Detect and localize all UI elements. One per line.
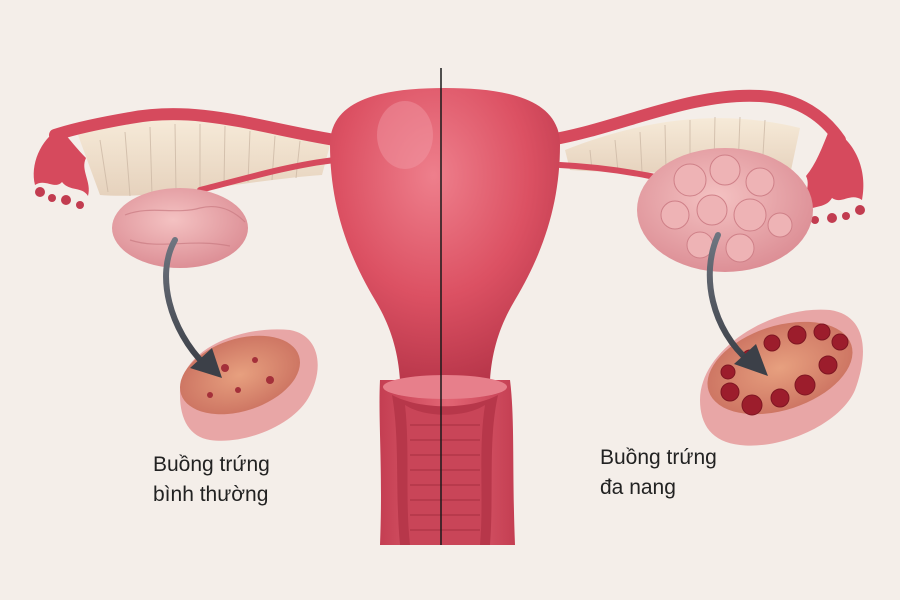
left-fallopian-tube [33,108,341,209]
normal-ovary-cross-section [179,329,318,441]
polycystic-ovary-cross-section [700,309,863,446]
polycystic-ovary-label-line2: đa nang [600,476,676,499]
normal-ovary-label-line1: Buồng trứng [153,453,270,476]
polycystic-ovary-label: Buồng trứng đa nang [600,443,717,503]
arrow-to-polycystic-cross-section [706,232,768,376]
normal-ovary [112,188,248,268]
normal-ovary-label-line2: bình thường [153,483,269,506]
arrow-to-normal-cross-section [163,237,222,378]
left-broad-ligament [78,119,330,197]
normal-ovary-label: Buồng trứng bình thường [153,450,270,510]
cervix-vagina [379,375,515,545]
polycystic-ovary-label-line1: Buồng trứng [600,446,717,469]
polycystic-ovary [637,148,813,272]
uterus [330,88,560,380]
